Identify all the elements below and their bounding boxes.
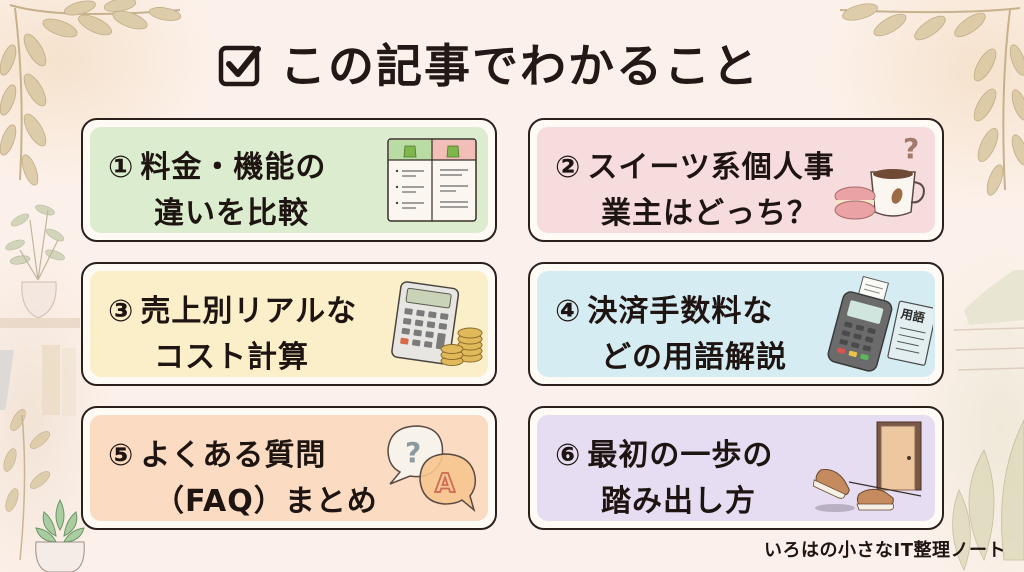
card-line-1: よくある質問: [140, 438, 327, 473]
card-number: ②: [555, 150, 582, 185]
answer-icon: A: [435, 469, 455, 499]
glossary-label: 用語: [899, 305, 927, 325]
card-number: ④: [555, 294, 582, 329]
card-line-2: どの用語解説: [601, 340, 787, 375]
page-title: この記事でわかること: [218, 35, 760, 97]
qa-speech-bubbles-icon: ? A: [387, 425, 477, 513]
card-line-1: スイーツ系個人事: [587, 150, 835, 185]
card-number: ③: [108, 294, 135, 329]
question-icon: ?: [405, 436, 421, 469]
card-line-2: 違いを比較: [154, 196, 309, 231]
card-line-1: 売上別リアルな: [140, 294, 358, 329]
coffee-macaron-icon: ?: [834, 132, 925, 220]
footer-brand: いろはの小さなIT整理ノート: [764, 540, 1006, 561]
checkbox-checked-icon: [218, 45, 261, 87]
card-terminal-glossary-icon: 用語: [827, 275, 933, 372]
card-number: ⑥: [555, 438, 582, 473]
title-text: この記事でわかること: [280, 39, 760, 93]
door-shoes-icon: [812, 421, 922, 512]
card-number: ⑤: [108, 438, 135, 473]
calculator-coins-icon: [391, 281, 483, 366]
card-line-2: コスト計算: [154, 340, 309, 375]
question-mark-icon: ?: [903, 132, 919, 165]
card-line-1: 料金・機能の: [140, 150, 327, 185]
comparison-table-icon: [387, 138, 477, 222]
card-number: ①: [108, 150, 135, 185]
card-line-2: 業主はどっち？: [601, 196, 818, 231]
card-line-1: 決済手数料な: [587, 294, 774, 329]
card-line-1: 最初の一歩の: [587, 438, 774, 473]
card-line-2: （FAQ）まとめ: [154, 484, 378, 519]
card-line-2: 踏み出し方: [601, 484, 756, 519]
